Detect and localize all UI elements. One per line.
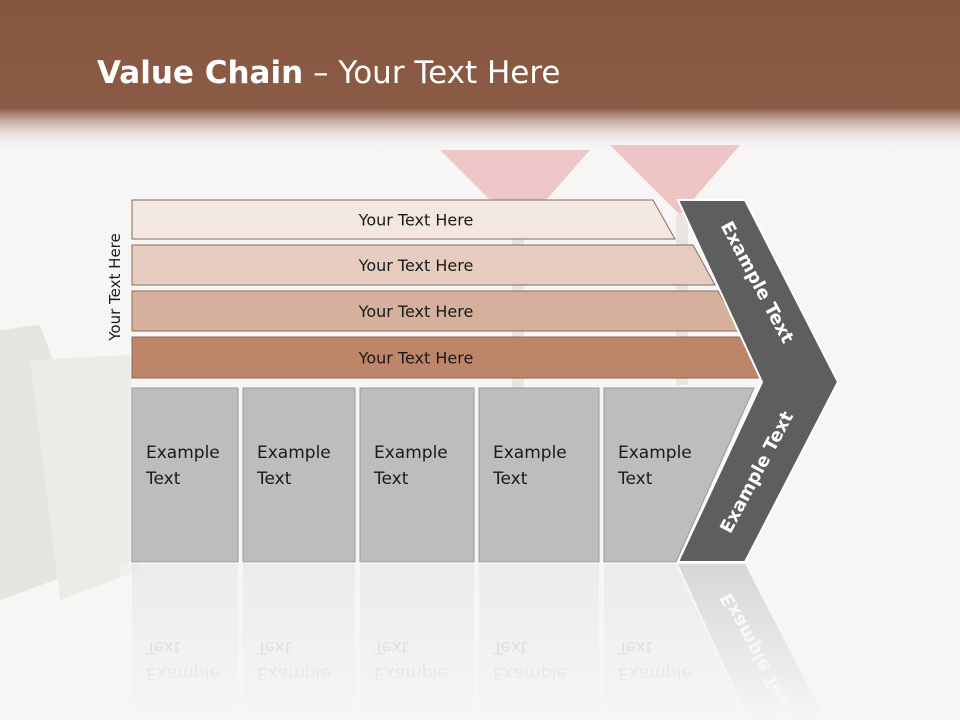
value-bar bbox=[131, 199, 676, 240]
example-box-line1: Example bbox=[493, 443, 567, 463]
example-box bbox=[359, 387, 475, 563]
value-bar-label: Your Text Here bbox=[358, 349, 474, 368]
example-box-line2: Text bbox=[256, 469, 292, 489]
example-box-line2: Text bbox=[373, 469, 409, 489]
header-band bbox=[0, 0, 960, 150]
example-box-line2: Text bbox=[617, 469, 653, 489]
chevron-arrow bbox=[676, 199, 840, 563]
side-label-text: Your Text Here bbox=[106, 233, 124, 341]
example-box-line1: Example bbox=[146, 443, 220, 463]
value-bar-label: Your Text Here bbox=[358, 302, 474, 321]
example-box-line1: Example bbox=[374, 443, 448, 463]
example-box bbox=[478, 387, 600, 563]
title-rest: – Your Text Here bbox=[303, 55, 561, 91]
example-box-line1: Example bbox=[618, 443, 692, 463]
reflection-fade bbox=[120, 562, 860, 720]
value-bar bbox=[131, 244, 716, 286]
example-box-line1: Example bbox=[257, 443, 331, 463]
example-box-line2: Text bbox=[145, 469, 181, 489]
title-bold: Value Chain bbox=[97, 55, 304, 91]
example-box-line2: Text bbox=[492, 469, 528, 489]
page-title: Value Chain – Your Text Here bbox=[97, 55, 560, 91]
value-bar-label: Your Text Here bbox=[358, 211, 474, 230]
value-bar-label: Your Text Here bbox=[358, 256, 474, 275]
